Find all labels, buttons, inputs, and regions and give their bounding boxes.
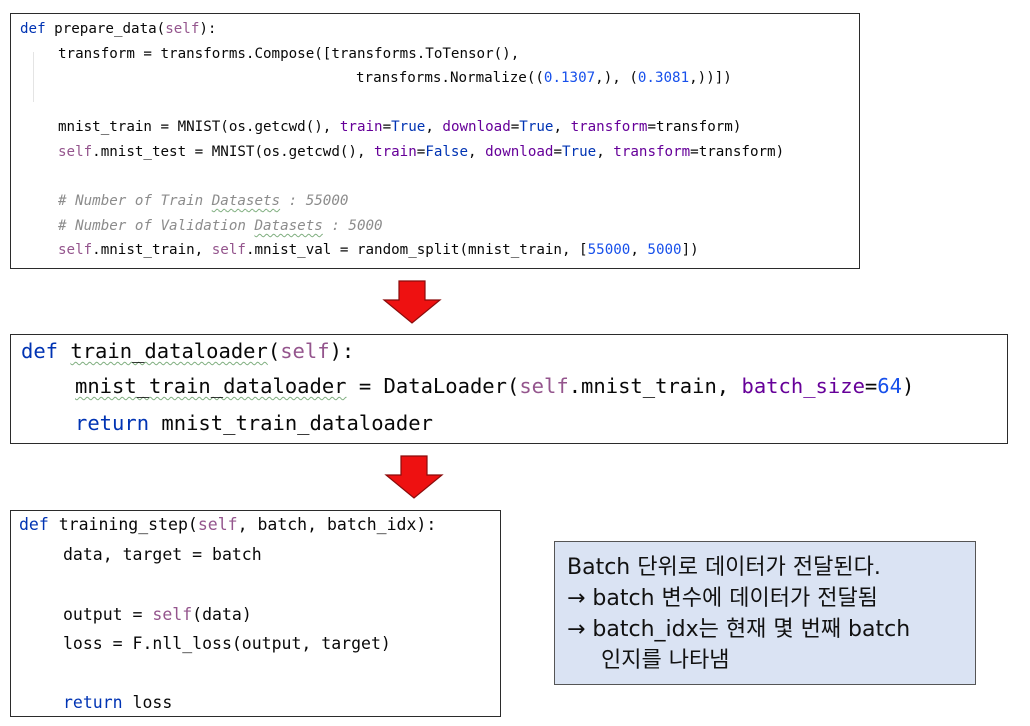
- explanation-note: Batch 단위로 데이터가 전달된다. → batch 변수에 데이터가 전달…: [554, 541, 976, 685]
- note-line: → batch 변수에 데이터가 전달됨: [567, 586, 878, 611]
- code-comment: # Number of Train Datasets : 55000: [58, 193, 349, 209]
- code-line: transform = transforms.Compose([transfor…: [58, 46, 520, 62]
- code-line: return mnist_train_dataloader: [75, 411, 433, 435]
- code-line: output = self(data): [63, 605, 252, 624]
- code-line: return loss: [63, 693, 173, 712]
- code-panel-prepare-data: def prepare_data(self): transform = tran…: [10, 13, 860, 269]
- code-line: data, target = batch: [63, 545, 262, 564]
- code-line: mnist_train = MNIST(os.getcwd(), train=T…: [58, 119, 742, 135]
- down-arrow-icon: [382, 280, 442, 324]
- note-line: 인지를 나타냄: [601, 648, 730, 673]
- code-line: loss = F.nll_loss(output, target): [63, 634, 391, 653]
- code-line: self.mnist_train, self.mnist_val = rando…: [58, 242, 699, 258]
- code-line: self.mnist_test = MNIST(os.getcwd(), tra…: [58, 144, 785, 160]
- down-arrow-icon: [384, 455, 444, 499]
- code-line: transforms.Normalize((0.1307,), (0.3081,…: [356, 70, 732, 86]
- code-line: def prepare_data(self):: [20, 21, 217, 37]
- note-line: → batch_idx는 현재 몇 번째 batch: [567, 617, 911, 642]
- code-panel-train-dataloader: def train_dataloader(self): mnist_train_…: [10, 334, 1008, 444]
- code-line: def train_dataloader(self):: [21, 339, 355, 363]
- code-comment: # Number of Validation Datasets : 5000: [58, 218, 383, 234]
- code-line: mnist_train_dataloader = DataLoader(self…: [75, 374, 915, 398]
- code-line: def training_step(self, batch, batch_idx…: [19, 515, 437, 534]
- code-panel-training-step: def training_step(self, batch, batch_idx…: [10, 510, 501, 717]
- note-line: Batch 단위로 데이터가 전달된다.: [567, 555, 881, 580]
